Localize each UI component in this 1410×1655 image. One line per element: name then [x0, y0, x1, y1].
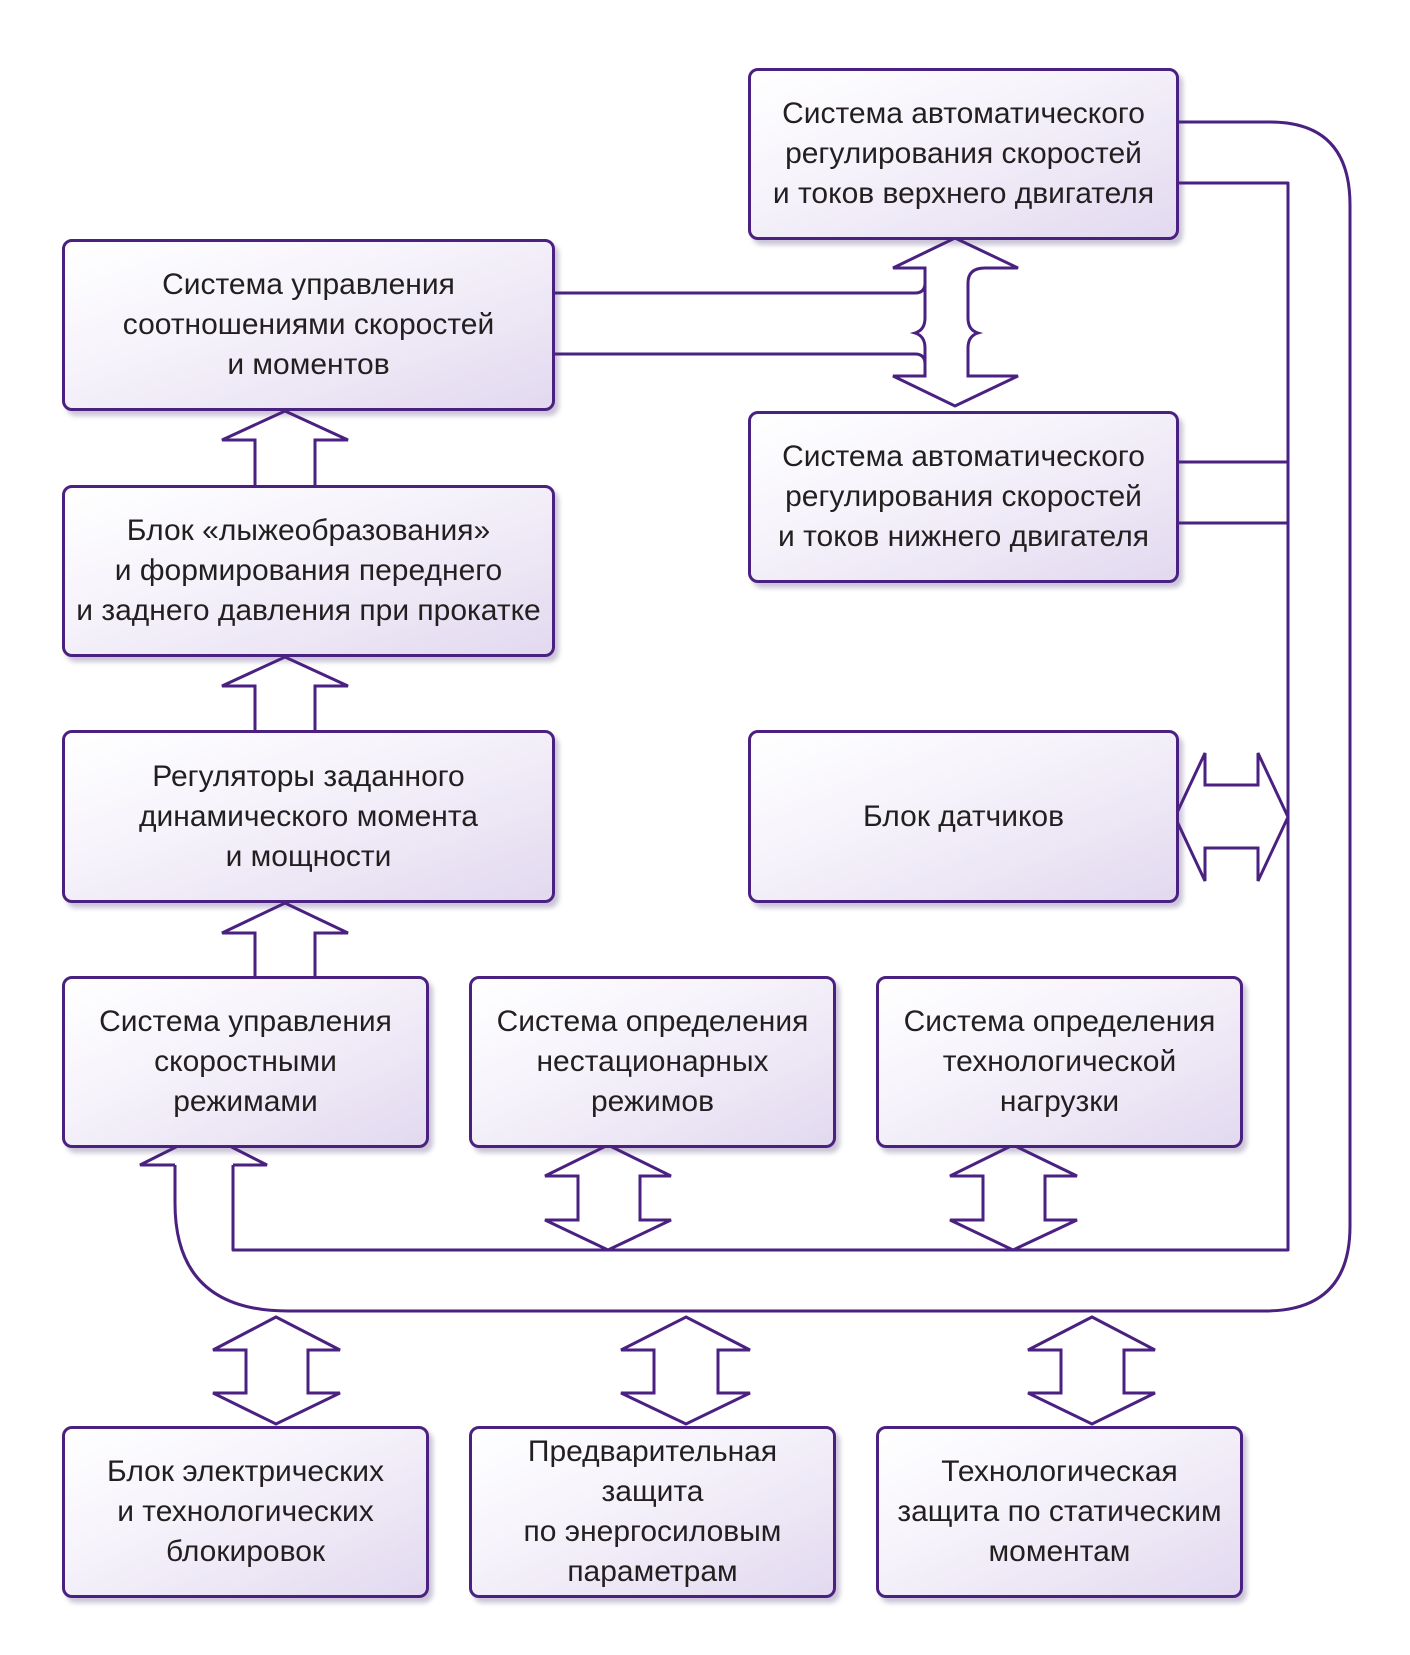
sensor-double-arrow: [1173, 752, 1290, 882]
interlock-block-box: Блок электрических и технологических бло…: [62, 1426, 429, 1598]
load-detection-box: Система определения технологической нагр…: [876, 976, 1243, 1148]
inner-bus-line: [231, 181, 1290, 1252]
ratio-to-upper-line: [550, 268, 927, 295]
outer-bus-line: [173, 120, 1352, 1313]
up-arrow-speed-to-regulators: [221, 901, 349, 976]
nonstationary-detection-box: Система определения нестационарных режим…: [469, 976, 836, 1148]
static-bus-double-arrow: [1027, 1315, 1156, 1426]
interlock-bus-double-arrow: [212, 1315, 341, 1426]
energy-bus-double-arrow: [620, 1315, 751, 1426]
nonstationary-bus-double-arrow: [544, 1143, 672, 1252]
dynamic-moment-regulators-box: Регуляторы заданного динамического момен…: [62, 730, 555, 903]
speed-ratio-control-box: Система управления соотношениями скорост…: [62, 239, 555, 411]
ski-formation-label: Блок «лыжеобразования» и формирования пе…: [76, 514, 541, 627]
lower-motor-control-box: Система автоматического регулирования ск…: [748, 411, 1179, 583]
sensor-block-label: Блок датчиков: [862, 799, 1065, 833]
upper-motor-control-label: Система автоматического регулирования ск…: [772, 97, 1155, 210]
sensor-block-box: Блок датчиков: [748, 730, 1179, 903]
upper-motor-control-box: Система автоматического регулирования ск…: [748, 68, 1179, 240]
speed-mode-control-label: Система управления скоростными режимами: [99, 1005, 392, 1118]
motor-link-double-arrow: [892, 236, 1019, 408]
up-arrow-ski-to-ratio: [221, 409, 349, 485]
ski-formation-box: Блок «лыжеобразования» и формирования пе…: [62, 485, 555, 657]
lower-motor-control-label: Система автоматического регулирования ск…: [778, 440, 1149, 553]
speed-mode-control-box: Система управления скоростными режимами: [62, 976, 429, 1148]
energy-protection-box: Предварительная защита по энергосиловым …: [469, 1426, 836, 1598]
nonstationary-detection-label: Система определения нестационарных режим…: [496, 1005, 809, 1118]
static-moment-protection-label: Технологическая защита по статическим мо…: [897, 1455, 1222, 1568]
load-bus-double-arrow: [949, 1143, 1078, 1252]
energy-protection-label: Предварительная защита по энергосиловым …: [523, 1435, 782, 1588]
static-moment-protection-box: Технологическая защита по статическим мо…: [876, 1426, 1243, 1598]
speed-ratio-control-label: Система управления соотношениями скорост…: [122, 268, 495, 381]
ratio-to-lower-line: [550, 352, 927, 376]
interlock-block-label: Блок электрических и технологических бло…: [106, 1455, 385, 1568]
up-arrow-regulators-to-ski: [221, 655, 349, 730]
load-detection-label: Система определения технологической нагр…: [903, 1005, 1216, 1118]
dynamic-moment-regulators-label: Регуляторы заданного динамического момен…: [139, 759, 478, 873]
